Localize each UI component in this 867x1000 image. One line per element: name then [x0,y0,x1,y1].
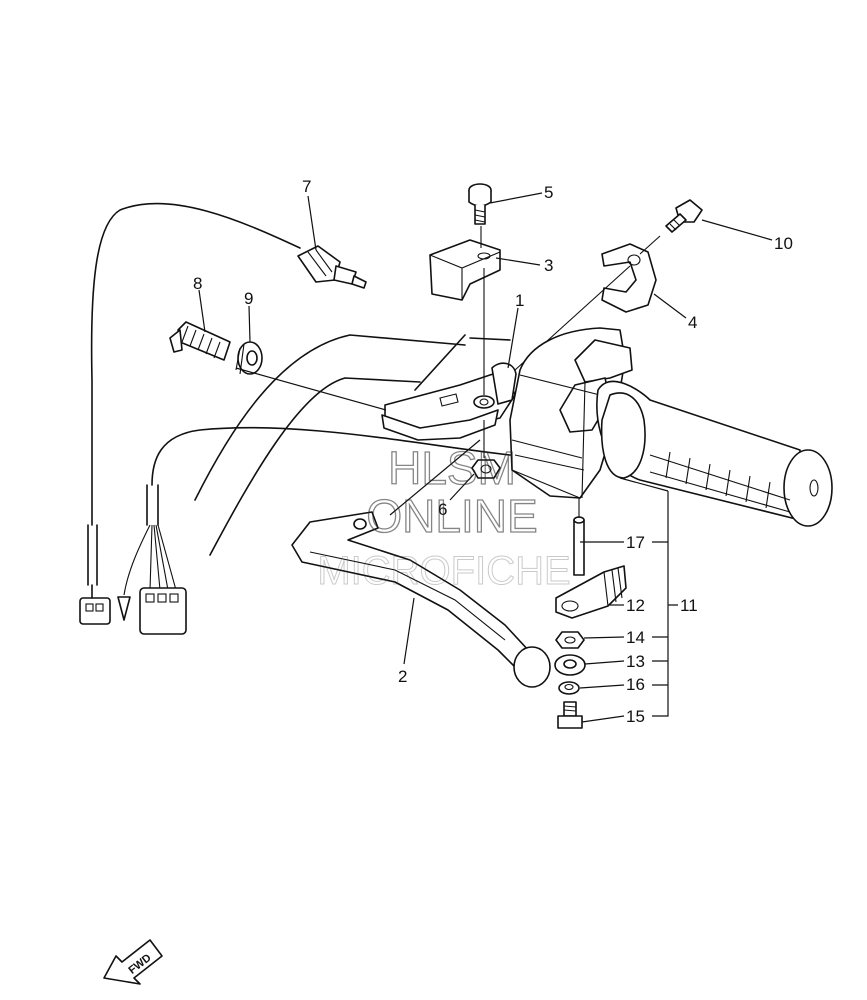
part-6-nut [471,459,501,479]
part-3-clamp [429,239,501,301]
part-5-screw [468,183,492,225]
callout-8: 8 [193,274,202,293]
part-16-lock-washer [558,681,580,695]
part-2-lever [291,511,551,688]
callout-12: 12 [626,596,645,615]
harness-wire [151,426,511,486]
part-13-washer [554,654,586,676]
leader-lines [198,192,773,723]
cable-end-sleeve [87,524,98,586]
part-4-holder [601,243,657,313]
callout-4: 4 [688,313,697,332]
callout-9: 9 [244,289,253,308]
callout-13: 13 [626,652,645,671]
callout-16: 16 [626,675,645,694]
callout-15: 15 [626,707,645,726]
handlebar-grip [596,380,833,527]
watermark-line-3: MICROFICHE [317,549,570,593]
part-10-screw [665,199,703,233]
part-17-bolt [573,516,585,576]
callout-2: 2 [398,667,407,686]
callout-1: 1 [515,291,524,310]
part-1-lever-holder [381,362,517,441]
part-14-nut [555,631,585,649]
callout-10: 10 [774,234,793,253]
callout-14: 14 [626,628,645,647]
part-8-adjuster-bolt [169,321,231,361]
wire-terminal-spike [117,596,131,621]
part-15-screw [557,701,583,729]
callout-5: 5 [544,183,553,202]
part-12-adjuster-block [555,565,627,619]
watermark-line-1: HLSM [388,442,516,494]
connector-small [79,597,111,625]
part-7-switch [297,245,367,289]
callout-11: 11 [680,596,698,615]
handlebar-outline [194,334,466,501]
fwd-direction-badge: FWD [103,939,163,985]
callout-6: 6 [438,500,447,519]
callout-3: 3 [544,256,553,275]
connector-multi-pin [139,587,187,635]
callout-7: 7 [302,177,311,196]
callout-17: 17 [626,533,645,552]
cable-loop [90,202,301,526]
watermark-line-2: ONLINE [366,490,537,542]
